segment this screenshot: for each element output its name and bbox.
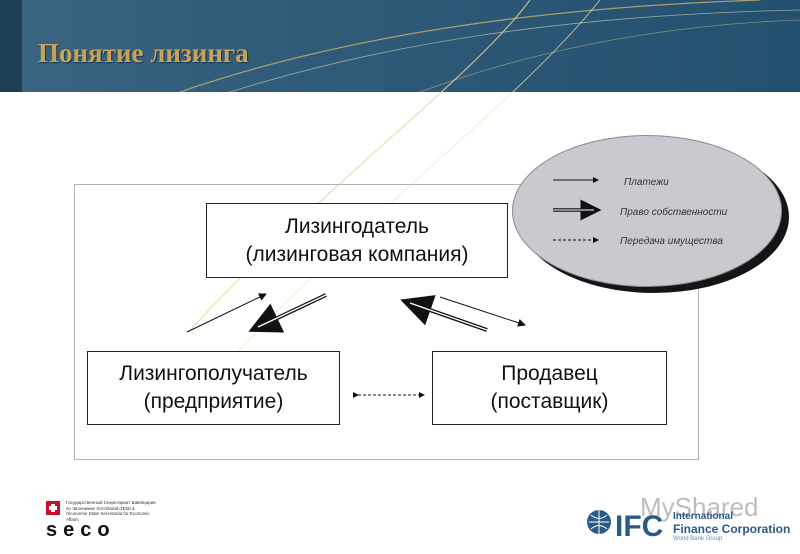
watermark: MyShared: [640, 492, 759, 522]
header-left-strip: [0, 0, 22, 92]
ifc-line-finance-corporation: Finance Corporation: [673, 522, 791, 536]
seller-subtitle: (поставщик): [490, 390, 609, 413]
svg-text:IFC: IFC: [615, 510, 663, 542]
ifc-logo-icon: IFC: [587, 510, 663, 542]
seller-title: Продавец: [501, 362, 598, 385]
legend: [512, 135, 782, 287]
lessee-title: Лизингополучатель: [119, 362, 308, 385]
ifc-line-international: International: [673, 511, 734, 522]
slide-title: Понятие лизинга: [38, 38, 249, 68]
seco-small-text: Государственный Секретариат Швейцарии по…: [66, 500, 156, 522]
lessee-subtitle: (предприятие): [143, 390, 284, 413]
slide-header: Понятие лизинга: [0, 0, 800, 92]
seco-wordmark: seco: [46, 519, 116, 541]
legend-payments-label: Платежи: [624, 177, 669, 188]
diagram-frame: [74, 184, 699, 460]
legend-ownership-label: Право собственности: [620, 207, 728, 218]
ifc-line-world-bank-group: World Bank Group: [673, 536, 723, 542]
seco-logo-icon: [46, 501, 60, 515]
seller-box: Продавец (поставщик): [432, 351, 667, 425]
legend-transfer-label: Передача имущества: [620, 236, 723, 247]
lessor-title: Лизингодатель: [285, 214, 429, 238]
lessee-box: Лизингополучатель (предприятие): [87, 351, 340, 425]
lessor-box: Лизингодатель (лизинговая компания): [206, 203, 508, 278]
lessor-subtitle: (лизинговая компания): [245, 242, 469, 266]
